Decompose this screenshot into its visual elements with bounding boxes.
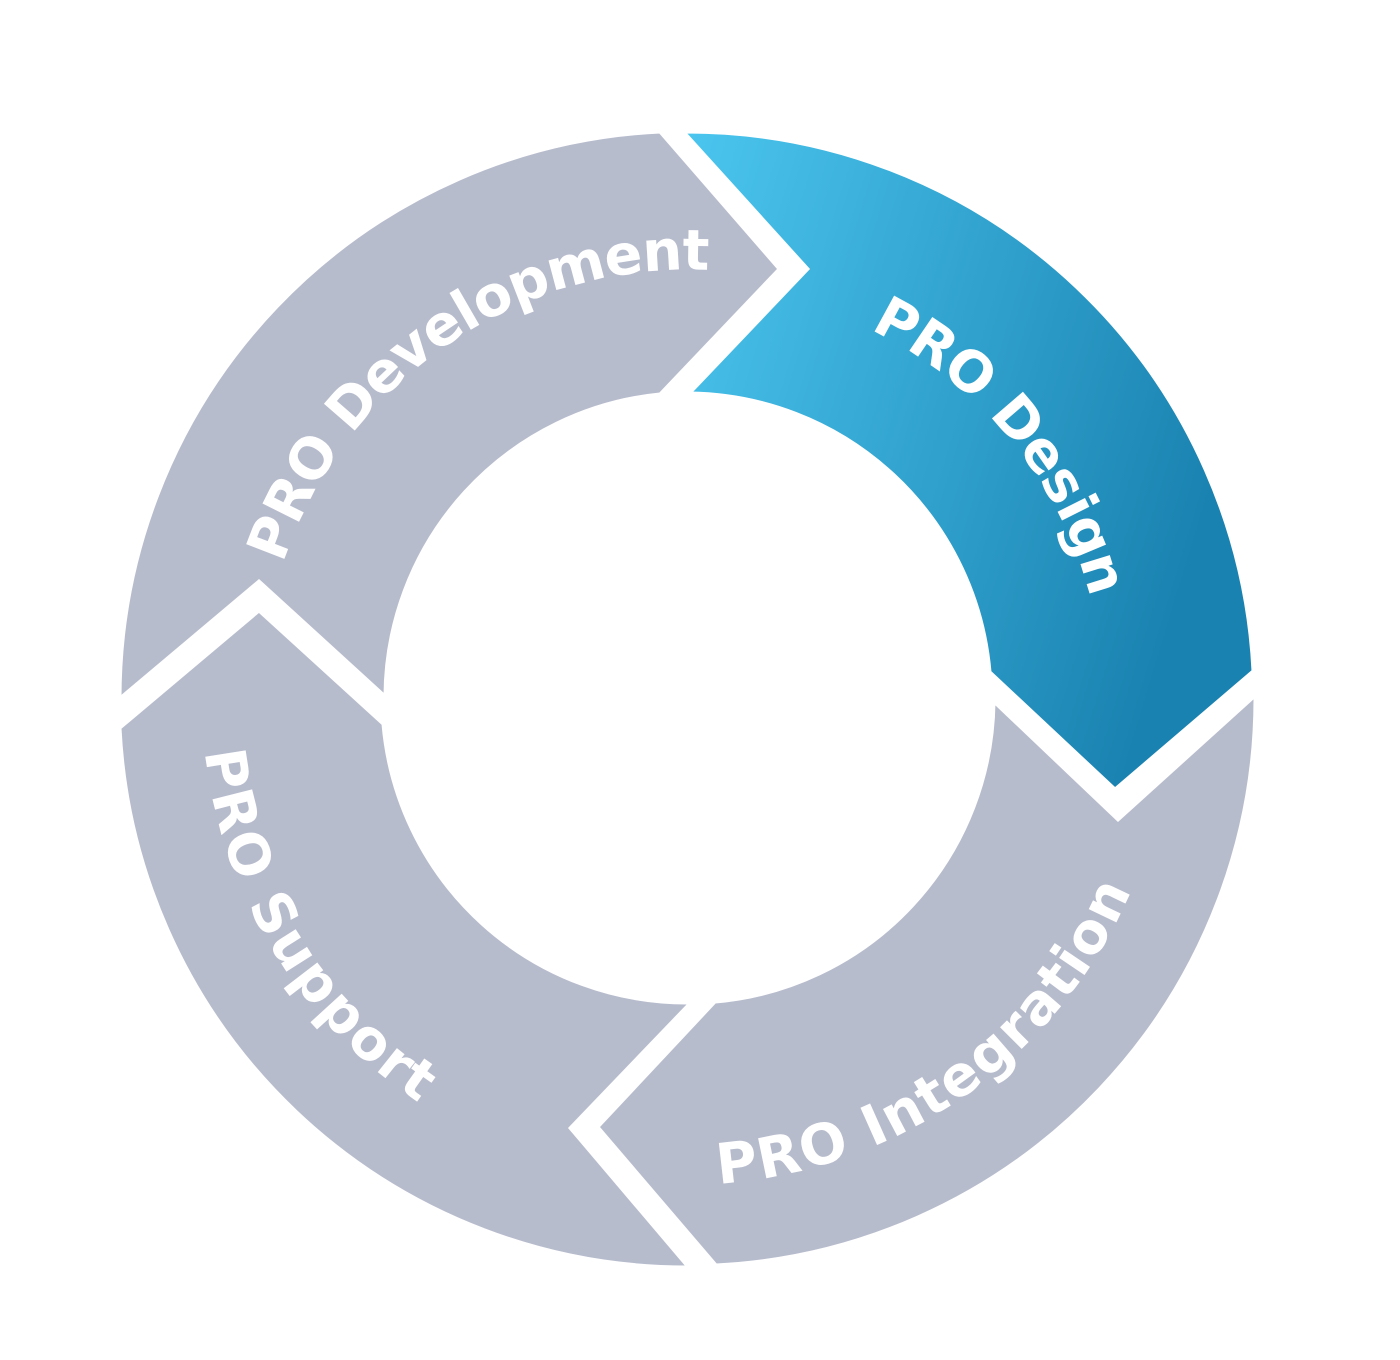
segment-design: [680, 130, 1255, 792]
segment-integration: [595, 692, 1257, 1267]
cycle-segments: [118, 130, 1257, 1269]
segment-support: [118, 609, 694, 1269]
segment-development: [118, 130, 782, 702]
